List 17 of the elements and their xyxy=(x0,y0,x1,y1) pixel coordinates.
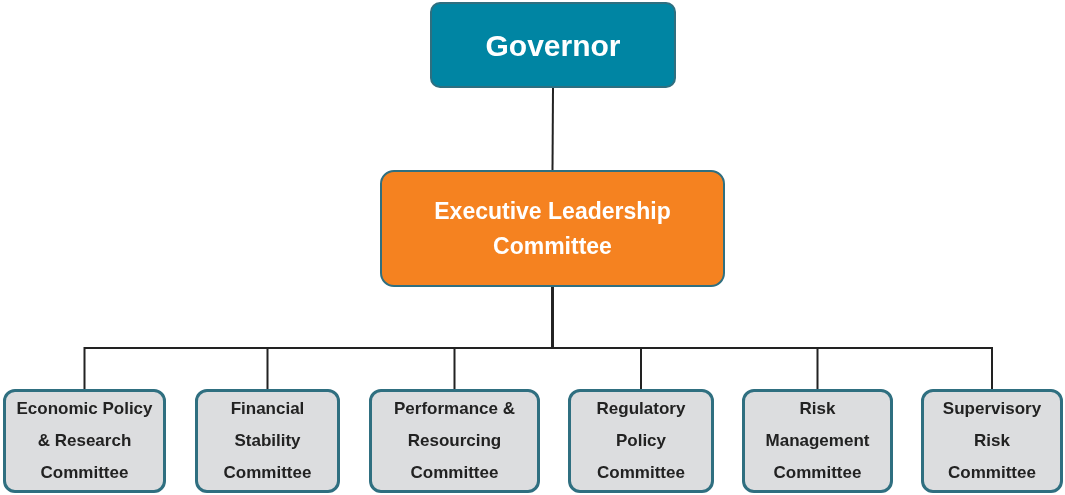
committee-box xyxy=(369,389,540,493)
connector-line xyxy=(551,87,554,171)
committee-box xyxy=(568,389,714,493)
committee-box xyxy=(195,389,340,493)
node-label: Economic Policy & Research Committee xyxy=(15,397,154,485)
committee-box xyxy=(380,170,725,287)
node-label: Regulatory Policy Committee xyxy=(595,397,687,485)
committee-box xyxy=(921,389,1063,493)
node-label: Governor xyxy=(485,27,621,64)
node-label: Financial Stability Committee xyxy=(222,397,313,485)
node-label: Supervisory Risk Committee xyxy=(941,397,1043,485)
committee-box xyxy=(3,389,166,493)
title-box xyxy=(430,2,676,88)
node-label: Executive Leadership Committee xyxy=(433,197,672,261)
node-label: Risk Management Committee xyxy=(764,397,871,485)
committee-box xyxy=(742,389,893,493)
node-label: Performance & Resourcing Committee xyxy=(393,397,516,485)
